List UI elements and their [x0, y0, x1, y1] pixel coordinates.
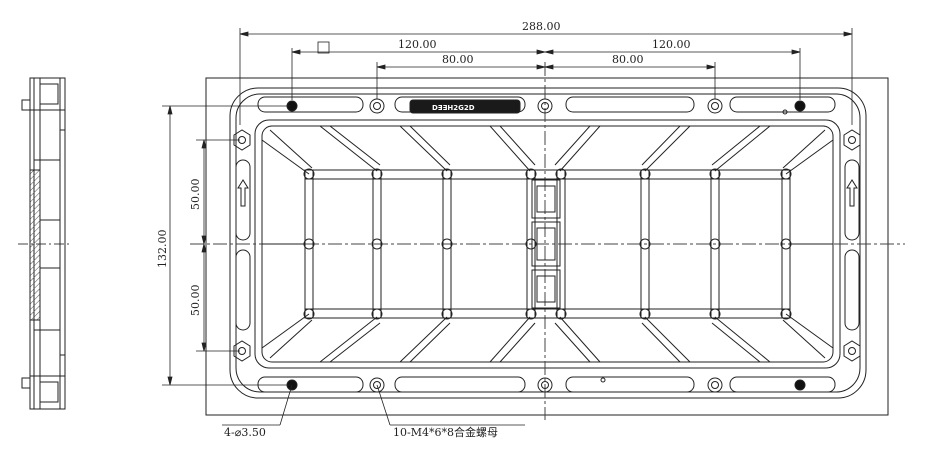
arrow-up-icon	[846, 179, 858, 207]
dimension-lines	[162, 28, 853, 426]
dim-upper-right-span: 120.00	[652, 38, 691, 51]
nut-boss	[369, 98, 723, 393]
side-view	[18, 77, 72, 410]
dim-lower-left-span: 80.00	[442, 53, 474, 66]
mounting-hole	[794, 100, 806, 112]
dim-upper-half-height: 50.00	[189, 179, 202, 211]
dim-lower-right-span: 80.00	[612, 53, 644, 66]
logo-text: D∃∃H2G2D	[432, 104, 475, 112]
nut-callout: 10-M4*6*8合金螺母	[393, 425, 498, 439]
dim-upper-left-span: 120.00	[398, 38, 437, 51]
front-view	[190, 62, 905, 420]
dim-overall-width: 288.00	[522, 20, 561, 33]
dim-lower-half-height: 50.00	[189, 285, 202, 317]
frame-outline	[229, 87, 867, 399]
logo-plate	[409, 99, 521, 114]
dim-overall-height: 132.00	[156, 230, 169, 269]
hex-boss	[233, 129, 861, 362]
mounting-hole	[794, 379, 806, 391]
rib-node	[303, 168, 792, 320]
hole-callout: 4-⌀3.50	[224, 426, 266, 439]
arrow-up-icon	[237, 179, 249, 207]
outer-plate-outline	[205, 77, 889, 416]
